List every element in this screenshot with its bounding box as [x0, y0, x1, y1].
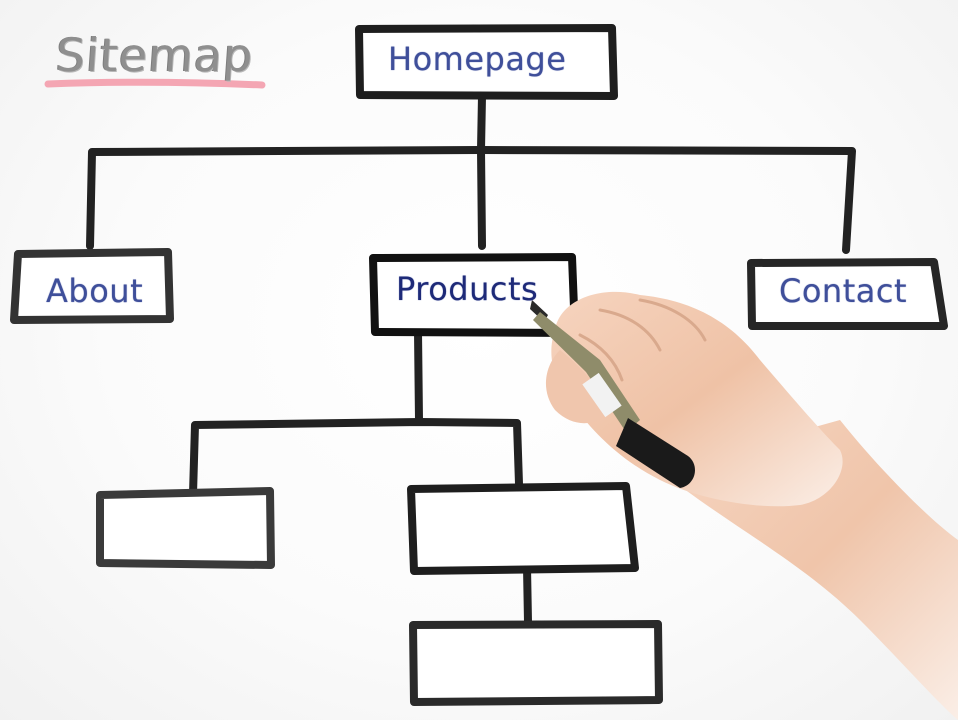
finger-lines: [578, 298, 707, 382]
child-box-2: [407, 482, 639, 575]
products-label: Products: [396, 270, 539, 308]
connector-lines: [86, 92, 856, 626]
homepage-box: [355, 24, 618, 100]
hand: [551, 291, 843, 507]
child-box-3: [409, 620, 663, 706]
connector-products-down: [414, 328, 423, 424]
title-underline: [44, 78, 266, 89]
sitemap-title: Sitemap: [54, 28, 256, 82]
hand-illustration: [530, 291, 958, 720]
marker-barcode: [582, 372, 622, 418]
marker-pen: [530, 300, 695, 488]
child-box-1: [96, 487, 275, 569]
contact-label: Contact: [779, 272, 907, 310]
connector-home-down: [477, 92, 486, 154]
connector-child2-child3: [523, 563, 532, 626]
homepage-label: Homepage: [388, 40, 567, 78]
about-label: About: [46, 272, 144, 310]
connector-top-bar: [86, 146, 856, 254]
marker-cap: [616, 418, 695, 488]
connector-home-products: [477, 146, 486, 250]
contact-box: [747, 258, 948, 330]
thumb: [545, 350, 610, 424]
about-box: [10, 248, 174, 324]
connector-lower-bar: [189, 418, 523, 498]
